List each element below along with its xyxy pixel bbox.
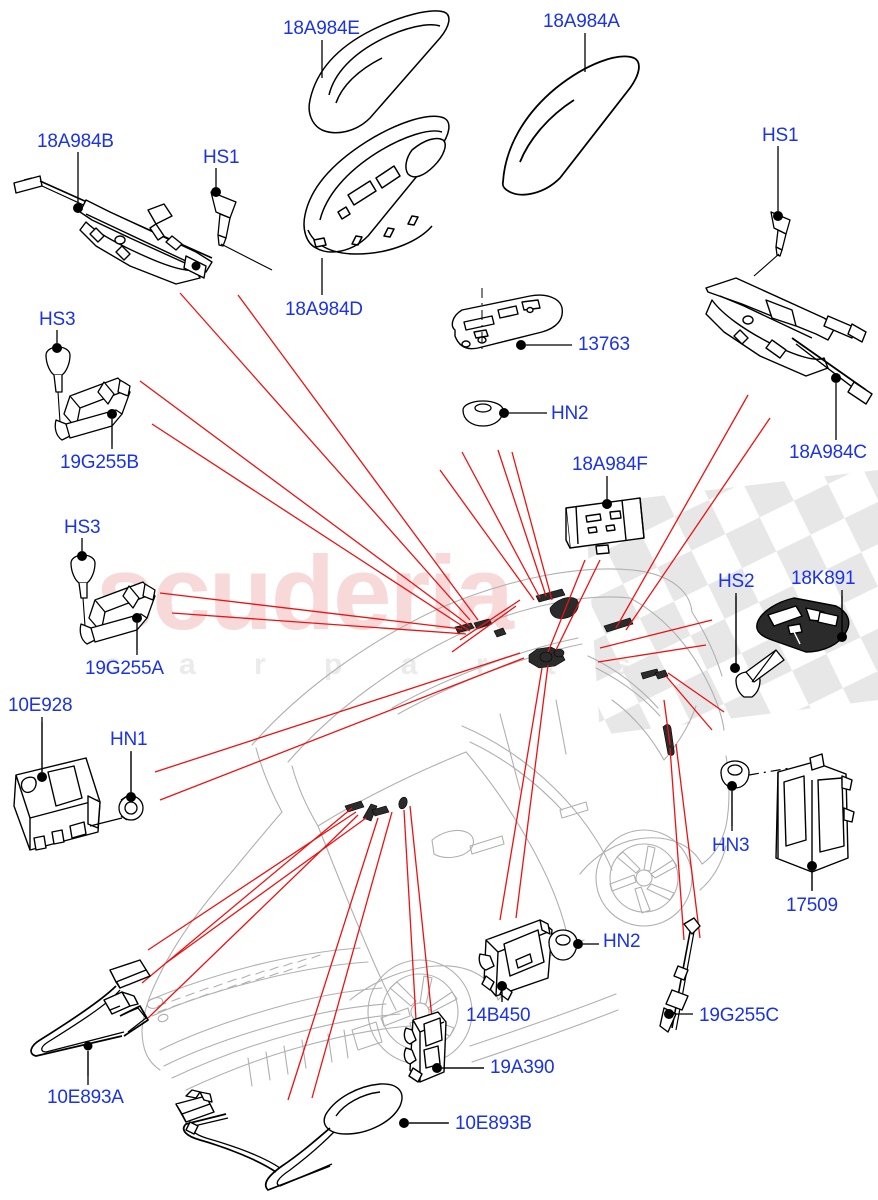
part-19G255A (79, 581, 156, 650)
label-18A984B: 18A984B (37, 131, 114, 152)
part-13763 (451, 288, 563, 350)
label-10E893A: 10E893A (47, 1087, 124, 1108)
label-HN2-lower: HN2 (603, 931, 641, 952)
part-HN2-lower (548, 929, 583, 961)
part-18A984E-lower-shell (303, 115, 450, 255)
part-HN3 (720, 760, 791, 826)
label-18A984F: 18A984F (572, 454, 648, 475)
label-18K891: 18K891 (791, 568, 856, 589)
part-18A984C (705, 277, 873, 405)
label-HS2: HS2 (718, 571, 755, 592)
part-HS3-upper (45, 343, 71, 423)
part-18A984B (13, 175, 213, 285)
label-HN2-upper: HN2 (551, 403, 589, 424)
leader-lines (139, 292, 771, 1101)
label-stems (41, 33, 843, 1124)
part-17509 (775, 753, 855, 890)
vehicle-outline (141, 568, 730, 1091)
label-HS1-right: HS1 (762, 125, 799, 146)
label-HS1-left: HS1 (203, 147, 240, 168)
label-14B450: 14B450 (466, 1005, 531, 1026)
part-HS3-lower (70, 551, 96, 627)
label-10E928: 10E928 (8, 695, 73, 716)
part-18A984A (501, 55, 640, 196)
part-19G255C (659, 917, 701, 1033)
part-HN2-upper (462, 400, 509, 427)
label-18A984D: 18A984D (285, 299, 363, 320)
label-19G255C: 19G255C (699, 1005, 779, 1026)
label-17509: 17509 (786, 895, 838, 916)
label-18A984C: 18A984C (789, 442, 867, 463)
part-18A984F (565, 497, 645, 555)
label-18A984E: 18A984E (283, 18, 360, 39)
label-18A984A: 18A984A (543, 11, 620, 32)
label-HS3-lower: HS3 (64, 517, 101, 538)
part-HS1-right (753, 211, 791, 277)
part-10E928 (13, 722, 123, 851)
part-10E893A (30, 959, 151, 1076)
part-19G255B (54, 377, 131, 445)
label-19G255A: 19G255A (85, 658, 164, 679)
label-19A390: 19A390 (490, 1057, 555, 1078)
label-13763: 13763 (578, 334, 630, 355)
label-HN3: HN3 (712, 835, 750, 856)
label-HN1: HN1 (110, 729, 148, 750)
label-19G255B: 19G255B (60, 452, 139, 473)
label-10E893B: 10E893B (455, 1113, 532, 1134)
part-14B450 (478, 919, 553, 1001)
label-HS3-upper: HS3 (39, 309, 76, 330)
part-19A390 (403, 1011, 484, 1083)
part-18A984E (308, 10, 450, 134)
part-HS1-left (210, 187, 273, 271)
part-10E893B (175, 1083, 448, 1191)
vehicle-mount-points (344, 588, 675, 822)
